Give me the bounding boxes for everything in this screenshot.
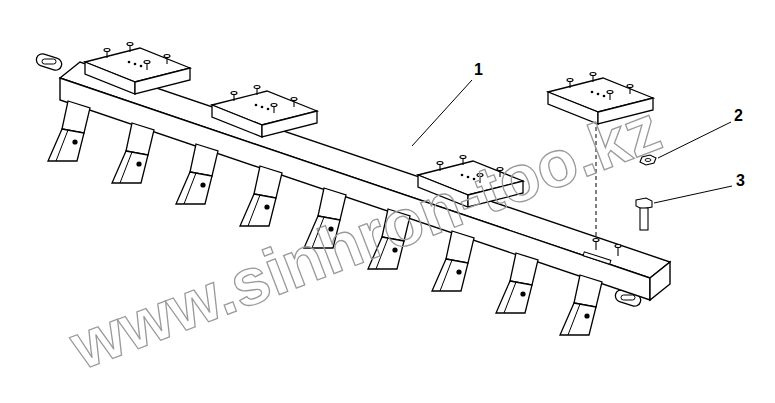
callout-number: 3: [736, 173, 745, 189]
callout-number: 1: [474, 62, 483, 78]
callout-number: 2: [734, 108, 743, 124]
